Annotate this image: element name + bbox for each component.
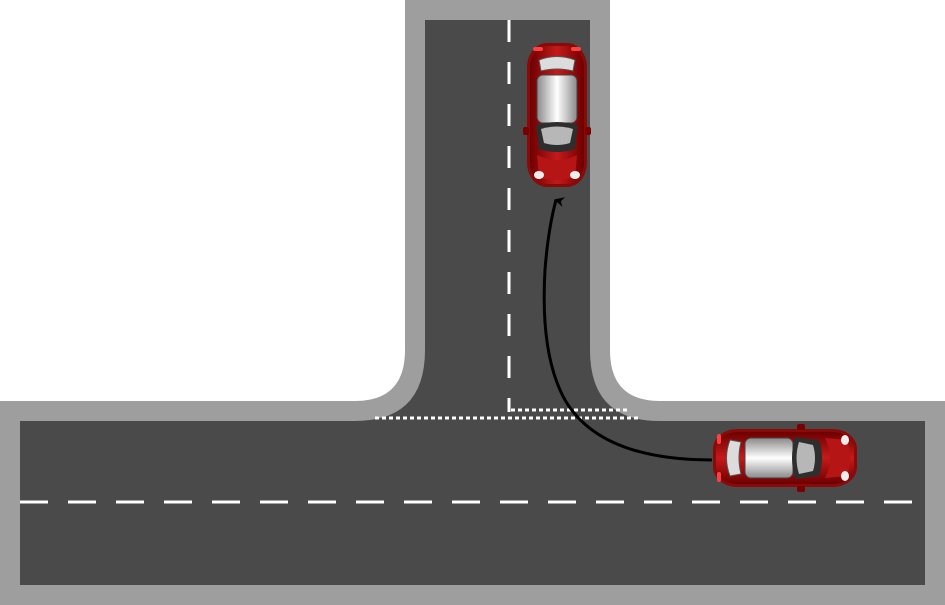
turn-path-arrow: [542, 197, 713, 462]
stop-line-dotted: [375, 408, 638, 420]
road-asphalt: [20, 20, 925, 585]
car-end: [523, 43, 591, 187]
car-start: [713, 424, 857, 492]
